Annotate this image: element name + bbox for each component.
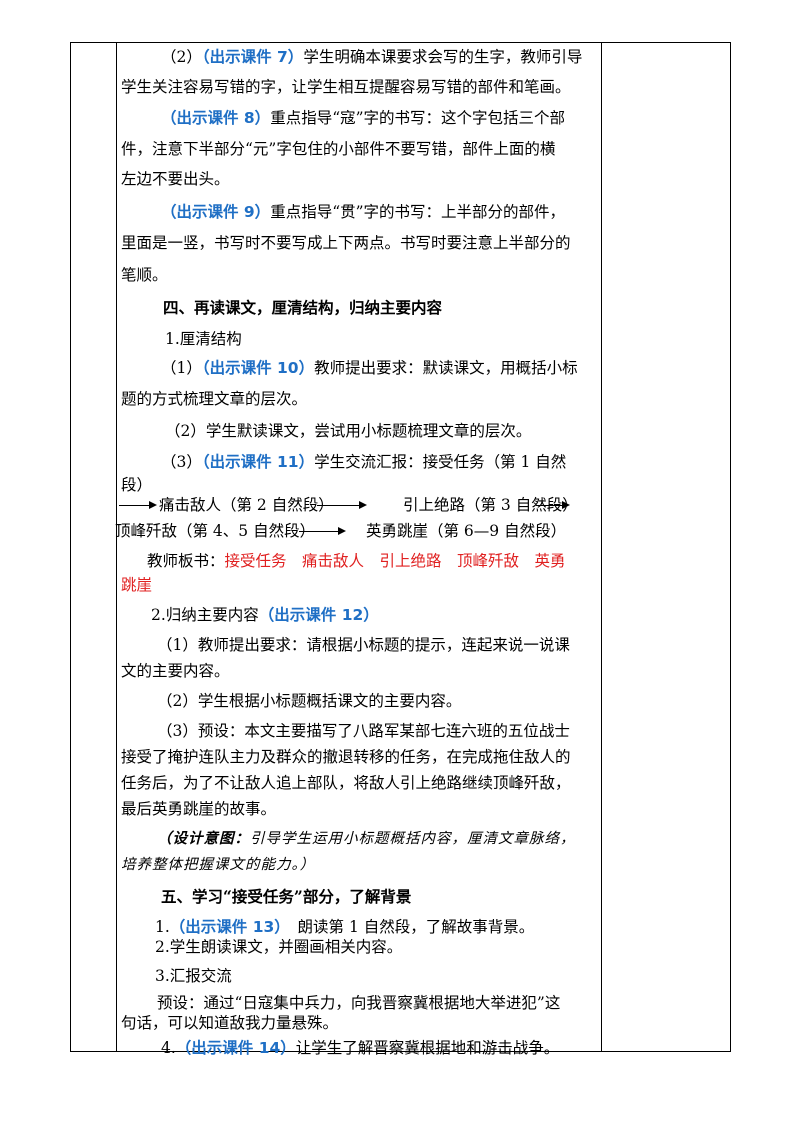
- text-line: （2）学生默读课文，尝试用小标题梳理文章的层次。: [165, 422, 532, 440]
- design-intent: 培养整体把握课文的能力。）: [121, 857, 316, 873]
- text-line: （出示课件 9）重点指导“贯”字的书写：上半部分的部件，: [161, 203, 566, 221]
- flow-step: 顶峰歼敌（第 4、5 自然段）: [115, 522, 316, 540]
- text-line: 笔顺。: [121, 266, 168, 284]
- text-line: （3）（出示课件 11）学生交流汇报：接受任务（第 1 自然: [161, 453, 567, 471]
- text-line: 预设：通过“日寇集中兵力，向我晋察冀根据地大举进犯”这: [157, 994, 561, 1012]
- subheading: 1.厘清结构: [165, 330, 242, 348]
- board-writing: 教师板书：接受任务 痛击敌人 引上绝路 顶峰歼敌 英勇: [147, 552, 566, 570]
- text-line: 段）: [121, 476, 153, 494]
- flow-step: 英勇跳崖（第 6—9 自然段）: [366, 522, 567, 540]
- flow-step: 引上绝路（第 3 自然段）: [403, 496, 578, 514]
- flow-arrow: [119, 501, 157, 509]
- text-line: （出示课件 8）重点指导“寇”字的书写：这个字包括三个部: [161, 109, 566, 127]
- text-line: （1）教师提出要求：请根据小标题的提示，连起来说一说课: [157, 636, 570, 654]
- text-line: （1）（出示课件 10）教师提出要求：默读课文，用概括小标: [161, 359, 578, 377]
- subheading: 2.归纳主要内容（出示课件 12）: [151, 606, 379, 624]
- section-heading: 四、再读课文，厘清结构，归纳主要内容: [163, 298, 443, 317]
- text-line: （3）预设：本文主要描写了八路军某部七连六班的五位战士: [157, 722, 570, 740]
- text-line: 3.汇报交流: [155, 967, 232, 985]
- text-line: 文的主要内容。: [121, 662, 230, 680]
- column-divider-right: [601, 43, 602, 1051]
- text-line: 1.（出示课件 13） 朗读第 1 自然段，了解故事背景。: [155, 918, 535, 936]
- text-line: 句话，可以知道敌我力量悬殊。: [121, 1014, 339, 1032]
- design-intent: （设计意图：引导学生运用小标题概括内容，厘清文章脉络，: [157, 830, 576, 847]
- text-line: （2）（出示课件 7）学生明确本课要求会写的生字，教师引导: [161, 48, 583, 66]
- text-line: 4.（出示课件 14）让学生了解晋察冀根据地和游击战争。: [161, 1039, 560, 1057]
- text-line: 2.学生朗读课文，并圈画相关内容。: [155, 938, 403, 956]
- flow-arrow: [536, 501, 570, 509]
- text-line: 学生关注容易写错的字，让学生相互提醒容易写错的部件和笔画。: [121, 78, 571, 96]
- flow-step: 痛击敌人（第 2 自然段）: [159, 496, 334, 514]
- flow-arrow: [299, 527, 346, 535]
- text-line: 接受了掩护连队主力及群众的撤退转移的任务，在完成拖住敌人的: [121, 748, 571, 766]
- board-writing: 跳崖: [121, 576, 153, 594]
- lesson-table: （2）（出示课件 7）学生明确本课要求会写的生字，教师引导 学生关注容易写错的字…: [70, 42, 731, 1057]
- text-line: 任务后，为了不让敌人追上部队，将敌人引上绝路继续顶峰歼敌，: [121, 774, 571, 792]
- text-line: 左边不要出头。: [121, 170, 230, 188]
- text-line: 最后英勇跳崖的故事。: [121, 800, 277, 818]
- text-line: 件，注意下半部分“元”字包住的小部件不要写错，部件上面的横: [121, 140, 556, 158]
- flow-arrow: [317, 501, 367, 509]
- text-line: 里面是一竖，书写时不要写成上下两点。书写时要注意上半部分的: [121, 234, 571, 252]
- text-line: 题的方式梳理文章的层次。: [121, 390, 308, 408]
- section-heading: 五、学习“接受任务”部分，了解背景: [161, 887, 412, 906]
- column-divider-left: [116, 43, 117, 1051]
- text-line: （2）学生根据小标题概括课文的主要内容。: [157, 692, 462, 710]
